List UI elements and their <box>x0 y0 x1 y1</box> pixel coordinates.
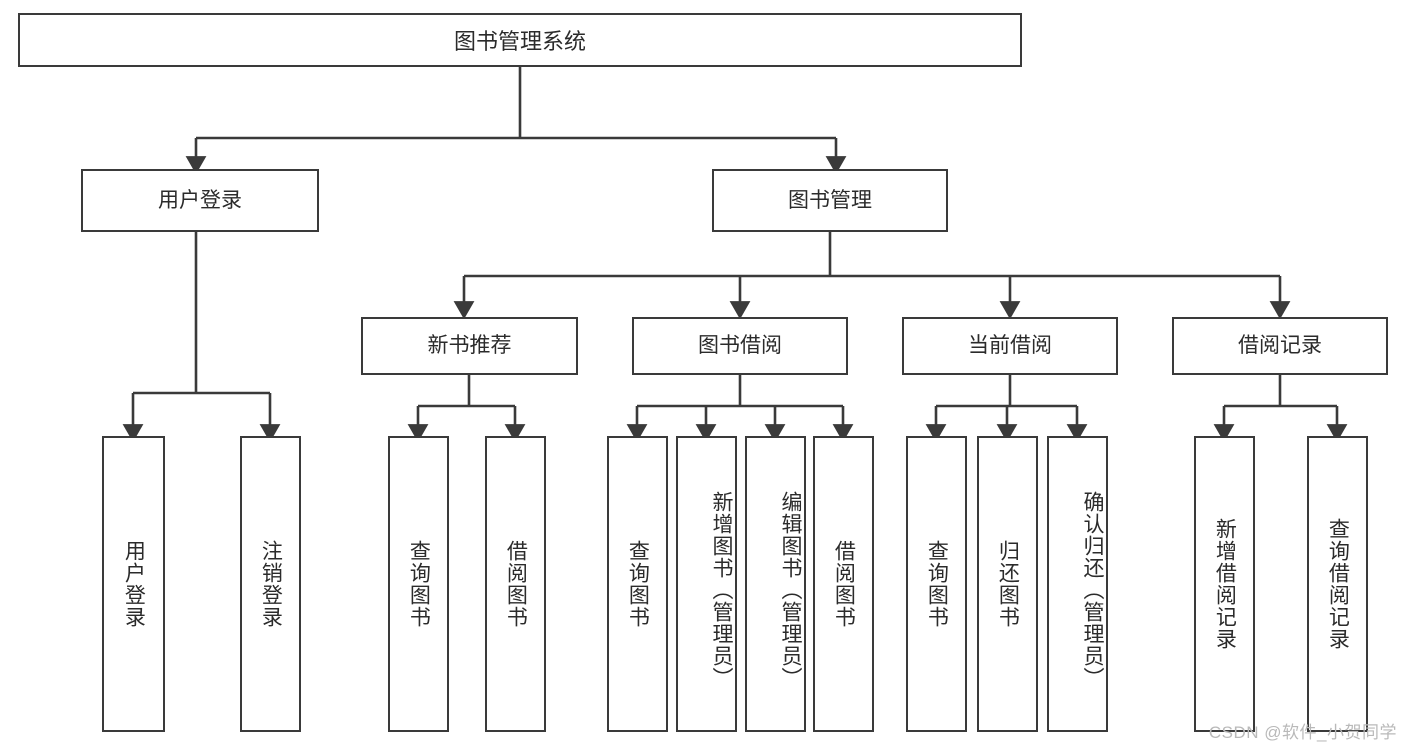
leaf-label: 查询图书 <box>626 540 650 628</box>
leaf-current-borrow-query-book[interactable]: 查询图书 <box>906 436 967 732</box>
node-book-management-label: 图书管理 <box>788 188 872 212</box>
node-borrow-record-label: 借阅记录 <box>1238 334 1322 358</box>
leaf-label: 新增借阅记录 <box>1213 518 1237 650</box>
leaf-new-book-borrow-book[interactable]: 借阅图书 <box>485 436 546 732</box>
node-current-borrow[interactable]: 当前借阅 <box>902 317 1118 375</box>
node-user-login-label: 用户登录 <box>158 188 242 212</box>
leaf-book-borrow-borrow-book[interactable]: 借阅图书 <box>813 436 874 732</box>
leaf-book-borrow-query-book[interactable]: 查询图书 <box>607 436 668 732</box>
node-user-login[interactable]: 用户登录 <box>81 169 319 232</box>
watermark: CSDN @软件_小贺同学 <box>1208 723 1397 742</box>
leaf-borrow-record-add-record[interactable]: 新增借阅记录 <box>1194 436 1255 732</box>
leaf-book-borrow-edit-book-admin[interactable]: 编辑图书（管理员） <box>745 436 806 732</box>
leaf-label: 用户登录 <box>122 540 146 628</box>
leaf-label: 查询图书 <box>407 540 431 628</box>
node-borrow-record[interactable]: 借阅记录 <box>1172 317 1388 375</box>
leaf-borrow-record-query-record[interactable]: 查询借阅记录 <box>1307 436 1368 732</box>
leaf-user-login-logout[interactable]: 注销登录 <box>240 436 301 732</box>
leaf-current-borrow-confirm-return-admin[interactable]: 确认归还（管理员） <box>1047 436 1108 732</box>
node-book-management[interactable]: 图书管理 <box>712 169 948 232</box>
leaf-label: 归还图书 <box>996 540 1020 628</box>
node-new-book-recommend[interactable]: 新书推荐 <box>361 317 578 375</box>
leaf-label: 新增图书（管理员） <box>710 491 733 689</box>
leaf-label: 编辑图书（管理员） <box>779 491 802 689</box>
leaf-label: 确认归还（管理员） <box>1081 491 1104 689</box>
node-book-borrow-label: 图书借阅 <box>698 334 782 358</box>
leaf-label: 借阅图书 <box>504 540 528 628</box>
leaf-user-login-login[interactable]: 用户登录 <box>102 436 165 732</box>
node-root-label: 图书管理系统 <box>453 29 586 54</box>
leaf-book-borrow-add-book-admin[interactable]: 新增图书（管理员） <box>676 436 737 732</box>
node-book-borrow[interactable]: 图书借阅 <box>632 317 848 375</box>
node-current-borrow-label: 当前借阅 <box>968 334 1052 358</box>
leaf-label: 查询借阅记录 <box>1326 518 1350 650</box>
leaf-current-borrow-return-book[interactable]: 归还图书 <box>977 436 1038 732</box>
leaf-label: 借阅图书 <box>832 540 856 628</box>
leaf-new-book-query-book[interactable]: 查询图书 <box>388 436 449 732</box>
leaf-label: 查询图书 <box>925 540 949 628</box>
node-new-book-recommend-label: 新书推荐 <box>427 334 512 358</box>
leaf-label: 注销登录 <box>259 540 283 628</box>
node-root[interactable]: 图书管理系统 <box>18 13 1022 67</box>
